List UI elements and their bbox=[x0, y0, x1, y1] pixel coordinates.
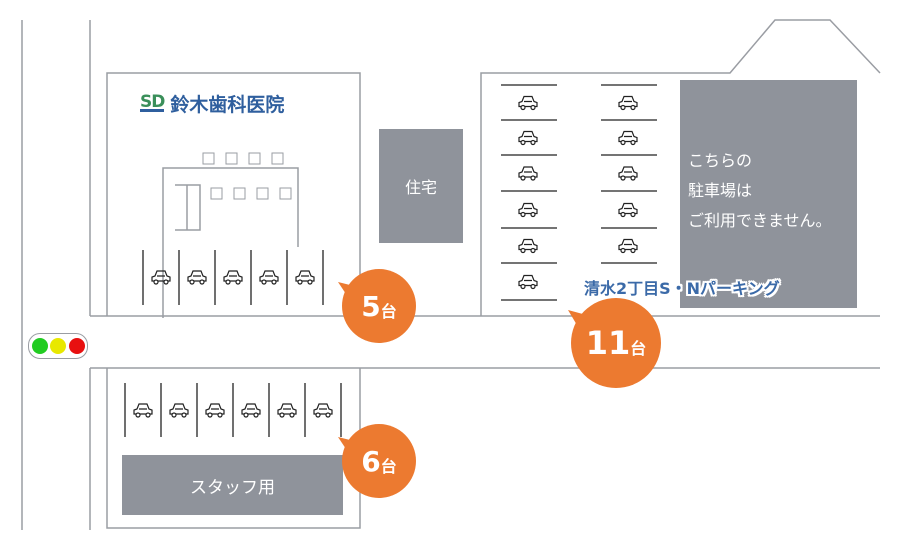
window bbox=[210, 187, 223, 200]
sn-parking-outline bbox=[480, 19, 881, 316]
clinic-logo-mark: SD bbox=[140, 92, 165, 112]
clinic-building bbox=[162, 167, 299, 318]
window bbox=[225, 152, 238, 165]
notice-line: こちらの bbox=[688, 151, 753, 170]
car-icon bbox=[133, 403, 153, 418]
staff-label: スタッフ用 bbox=[190, 477, 275, 498]
badge-unit: 台 bbox=[380, 457, 397, 476]
residence-label: 住宅 bbox=[404, 178, 437, 197]
car-icon bbox=[518, 130, 538, 146]
window bbox=[233, 187, 246, 200]
clinic-name: 鈴木歯科医院 bbox=[170, 94, 285, 116]
car-icon bbox=[518, 202, 538, 218]
traffic-light bbox=[28, 333, 88, 359]
window bbox=[279, 187, 292, 200]
car-icon bbox=[618, 202, 638, 218]
yellow-light-icon bbox=[50, 338, 66, 354]
car-icon bbox=[295, 270, 315, 285]
car-icon bbox=[518, 238, 538, 254]
clinic-lot-outline bbox=[106, 72, 361, 316]
badge-number: 5 bbox=[361, 289, 381, 323]
car-icon bbox=[618, 130, 638, 146]
car-icon bbox=[518, 166, 538, 181]
car-icon bbox=[313, 403, 333, 418]
car-icon bbox=[169, 403, 189, 418]
residence-block: 住宅 bbox=[379, 129, 463, 243]
window bbox=[256, 187, 269, 200]
car-icon bbox=[518, 95, 538, 111]
car-icon bbox=[277, 403, 297, 418]
parking-lot-name: 清水2丁目S・Nパーキング bbox=[584, 279, 780, 298]
badge-unit: 台 bbox=[630, 339, 647, 358]
unavailable-parking-notice: こちらの 駐車場は ご利用できません。 bbox=[680, 80, 857, 308]
red-light-icon bbox=[68, 338, 85, 354]
badge-number: 11 bbox=[585, 324, 631, 362]
car-icon bbox=[151, 270, 171, 285]
car-icon bbox=[518, 274, 538, 290]
car-icon bbox=[618, 238, 638, 254]
window bbox=[248, 152, 261, 165]
window bbox=[271, 152, 284, 165]
car-icon bbox=[241, 403, 261, 418]
clinic-logo: SD 鈴木歯科医院 bbox=[140, 90, 284, 117]
badge-unit: 台 bbox=[380, 302, 397, 321]
window bbox=[202, 152, 215, 165]
notice-line: 駐車場は bbox=[688, 181, 753, 200]
staff-block: スタッフ用 bbox=[122, 455, 343, 515]
badge-number: 6 bbox=[361, 444, 381, 478]
green-light-icon bbox=[31, 338, 48, 354]
car-icon bbox=[618, 95, 638, 111]
car-icon bbox=[618, 166, 638, 181]
car-icon bbox=[205, 403, 225, 418]
car-icon bbox=[223, 270, 243, 285]
notice-line: ご利用できません。 bbox=[688, 211, 832, 230]
car-icon bbox=[259, 270, 279, 285]
car-icon bbox=[187, 270, 207, 285]
